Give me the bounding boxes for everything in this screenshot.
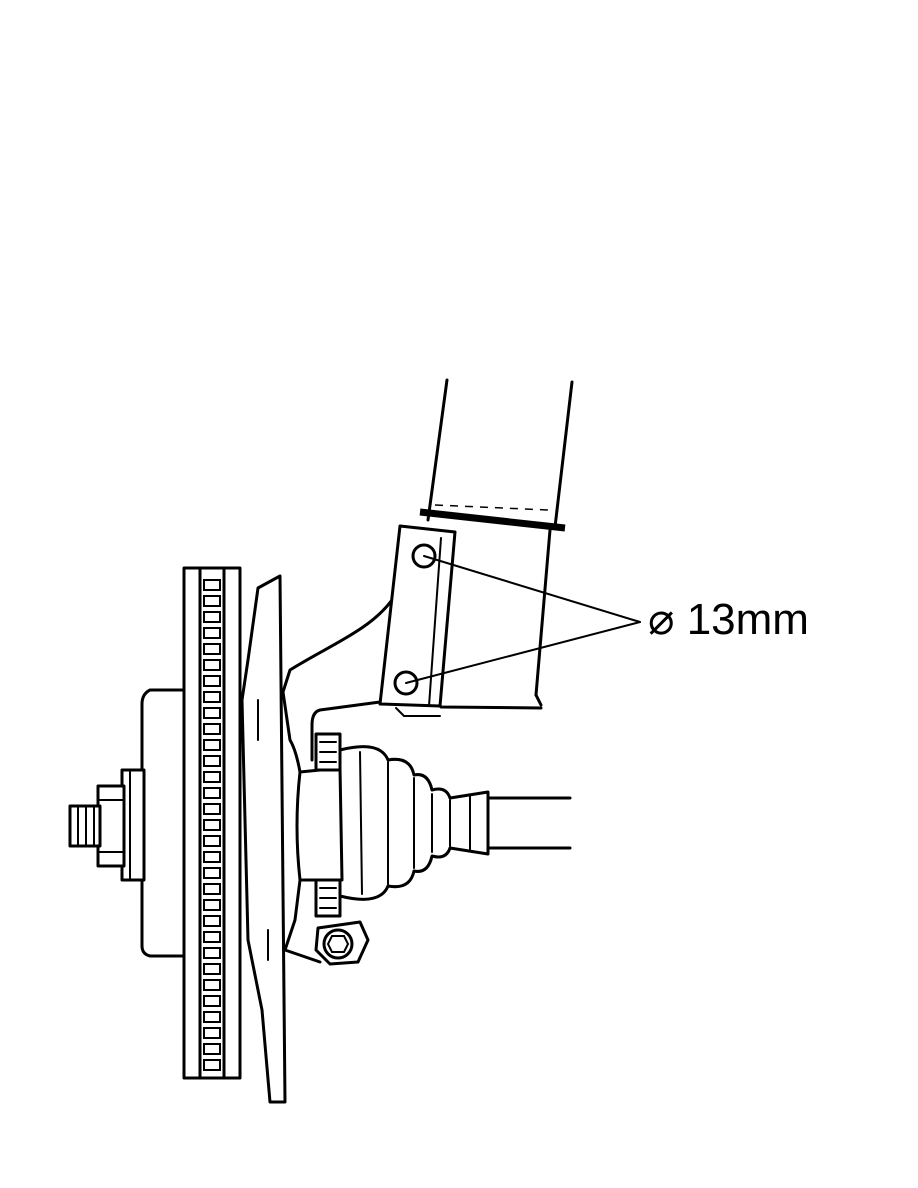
disc-vane <box>203 979 221 991</box>
brake-disc <box>182 566 242 1080</box>
disc-vane <box>203 1043 221 1055</box>
disc-vane <box>203 867 221 879</box>
disc-vane <box>203 947 221 959</box>
disc-vane <box>203 803 221 815</box>
disc-vane <box>203 835 221 847</box>
disc-vane <box>203 851 221 863</box>
disc-vane <box>203 995 221 1007</box>
strut-clamp-band <box>419 508 566 532</box>
disc-vane <box>203 739 221 751</box>
disc-vane <box>203 755 221 767</box>
disc-vane <box>203 963 221 975</box>
brake-dust-shield <box>240 574 287 1104</box>
disc-vane <box>203 819 221 831</box>
disc-vane <box>203 707 221 719</box>
disc-vane <box>203 899 221 911</box>
disc-vane <box>203 579 221 591</box>
disc-vane <box>203 1027 221 1039</box>
cv-joint-boot <box>338 745 490 901</box>
disc-cooling-vanes <box>203 579 221 1071</box>
knuckle-body <box>281 690 322 964</box>
disc-vane <box>203 915 221 927</box>
disc-vane <box>203 675 221 687</box>
strut-mounting-plate <box>378 524 457 717</box>
disc-vane <box>203 611 221 623</box>
disc-vane <box>203 691 221 703</box>
bolt-hole-diameter-label: ⌀ 13mm <box>648 595 809 644</box>
disc-vane <box>203 1059 221 1071</box>
disc-vane <box>203 883 221 895</box>
disc-vane <box>203 627 221 639</box>
disc-vane <box>203 723 221 735</box>
wheel-hub <box>120 688 186 958</box>
disc-vane <box>203 659 221 671</box>
disc-vane <box>203 1011 221 1023</box>
disc-vane <box>203 595 221 607</box>
cv-joint-housing <box>295 732 344 918</box>
strut-tube <box>419 378 574 707</box>
disc-vane <box>203 771 221 783</box>
callout-leader-lines <box>405 555 641 684</box>
drive-shaft <box>486 796 572 850</box>
disc-vane <box>203 787 221 799</box>
disc-vane <box>203 643 221 655</box>
balljoint-nut <box>314 920 370 966</box>
disc-vane <box>203 931 221 943</box>
hub-nut <box>68 784 126 868</box>
